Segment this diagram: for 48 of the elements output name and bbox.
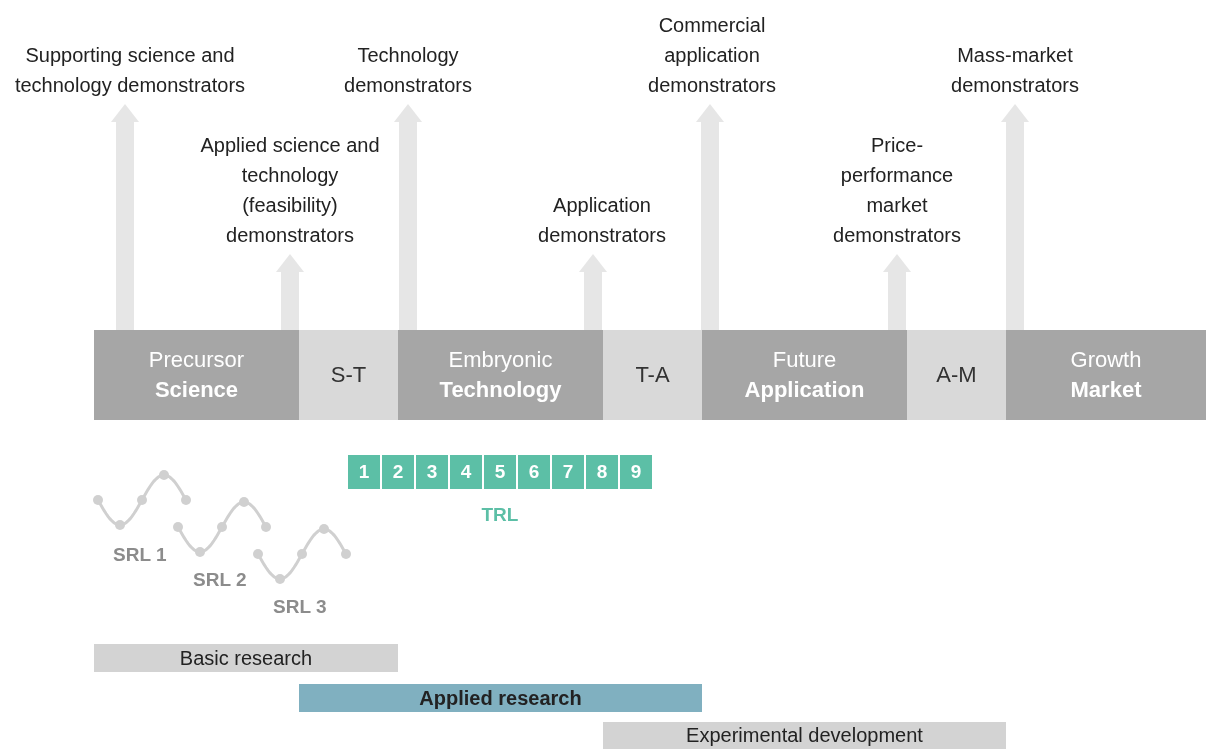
stage-caption: Supporting science and technology demonstrators <box>5 40 255 100</box>
segment-label: Embryonic <box>448 346 553 374</box>
segment-label: S-T <box>330 361 367 389</box>
level-tile: 5 <box>484 455 516 489</box>
stage-caption: Mass-market demonstrators <box>930 40 1100 100</box>
level-tile: 8 <box>586 455 618 489</box>
band-segment <box>702 330 907 420</box>
band-segment <box>398 330 603 420</box>
level-tile: 2 <box>382 455 414 489</box>
arrow <box>883 254 911 330</box>
level-tile: 7 <box>552 455 584 489</box>
segment-label: Precursor <box>148 346 245 374</box>
band-segment <box>907 330 1006 420</box>
research-bar: Basic research <box>94 644 398 672</box>
stage-caption: Commercial application demonstrators <box>627 10 797 100</box>
band-segment <box>1006 330 1206 420</box>
segment-label: Future <box>772 346 837 374</box>
scale-label: SRL 2 <box>193 569 247 591</box>
segment-label: A-M <box>936 361 977 389</box>
level-label: TRL <box>481 504 519 526</box>
segment-label: Science <box>154 376 239 404</box>
arrow <box>276 254 304 330</box>
stage-caption: Price-performance market demonstrators <box>817 130 977 250</box>
arrow <box>394 104 422 330</box>
arrow <box>579 254 607 330</box>
stage-caption: Applied science and technology (feasibility) demonstrators <box>200 130 380 250</box>
scale-label: SRL 1 <box>113 544 167 566</box>
band-segment <box>603 330 702 420</box>
arrow <box>1001 104 1029 330</box>
segment-label: T-A <box>635 361 670 389</box>
arrow <box>111 104 139 330</box>
scale-label: SRL 3 <box>273 596 327 618</box>
level-tile: 1 <box>348 455 380 489</box>
segment-label: Technology <box>439 376 562 404</box>
band-segment <box>299 330 398 420</box>
band-segment <box>94 330 299 420</box>
level-tile: 6 <box>518 455 550 489</box>
research-bar: Experimental development <box>603 722 1006 749</box>
stage-caption: Application demonstrators <box>522 190 682 250</box>
segment-label: Growth <box>1070 346 1142 374</box>
level-tile: 9 <box>620 455 652 489</box>
segment-label: Application <box>744 376 865 404</box>
stage-caption: Technology demonstrators <box>323 40 493 100</box>
level-tile: 3 <box>416 455 448 489</box>
segment-label: Market <box>1070 376 1142 404</box>
arrow <box>696 104 724 330</box>
level-tile: 4 <box>450 455 482 489</box>
research-bar: Applied research <box>299 684 702 712</box>
